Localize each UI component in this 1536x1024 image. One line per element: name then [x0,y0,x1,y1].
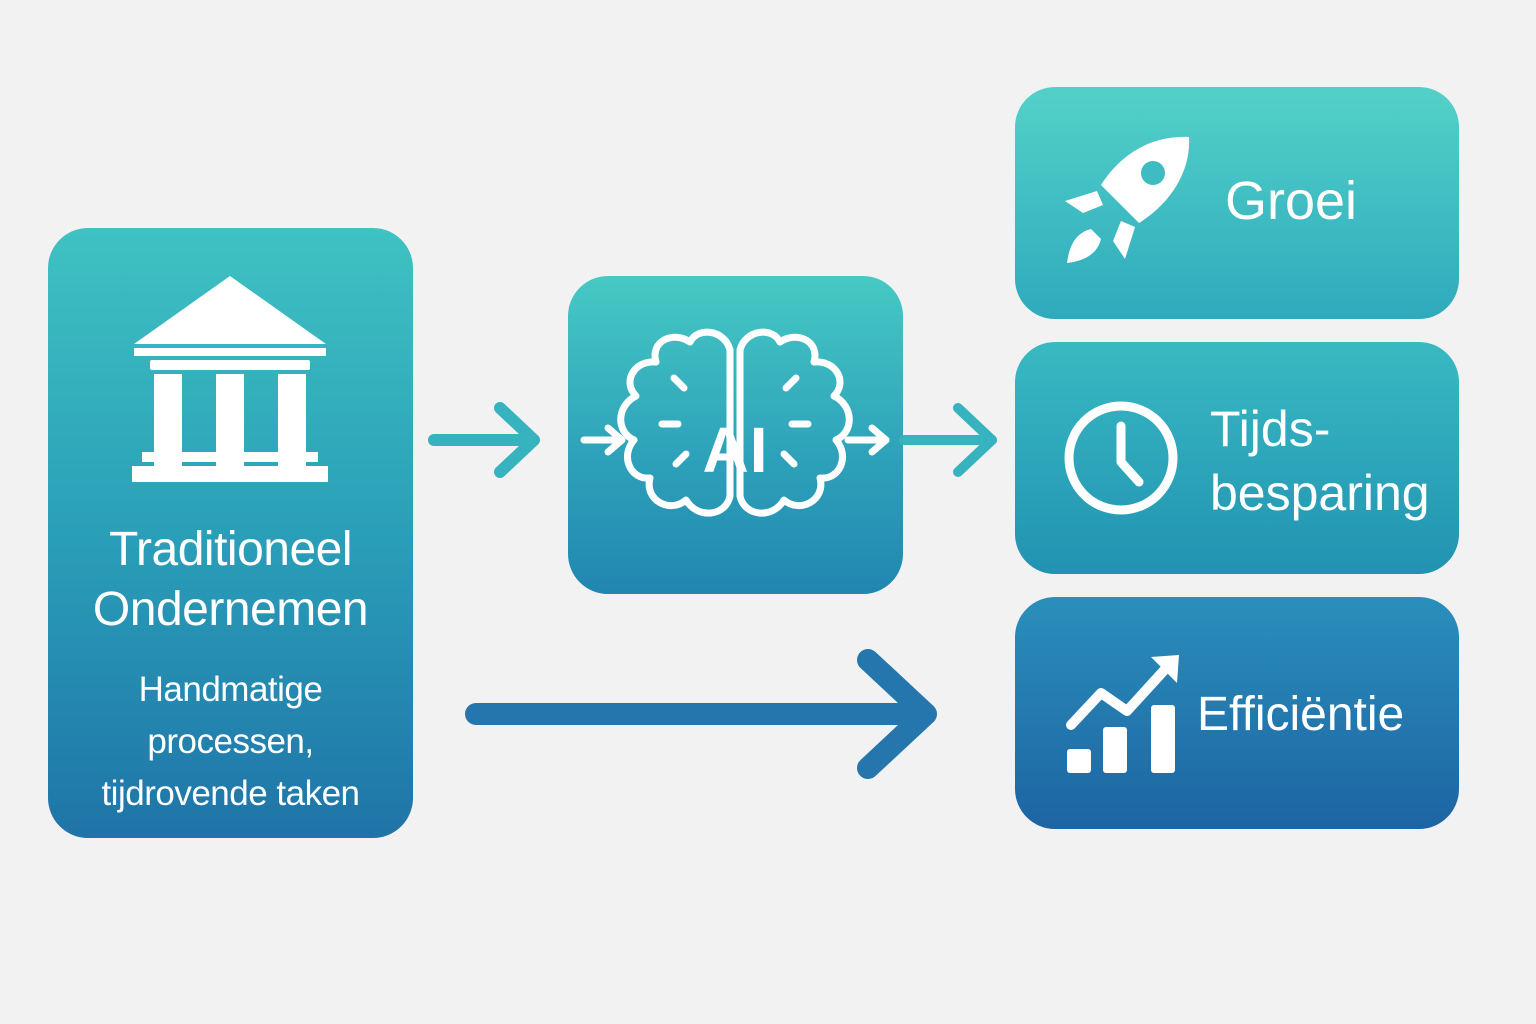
time-saving-card: Tijds- besparing [1015,342,1459,574]
ai-card: AI [568,276,903,594]
long-arrow-icon [465,649,937,779]
rocket-icon [1065,136,1190,263]
time-saving-label-line-2: besparing [1210,465,1430,521]
traditional-subtitle-line-2: processen, [147,722,314,761]
traditional-subtitle: Handmatige processen, tijdrovende taken [48,664,413,820]
time-saving-label-line-1: Tijds- [1210,401,1331,457]
traditional-title-line-2: Ondernemen [92,583,369,636]
arrow-to-outcomes-icon [899,403,997,477]
brain-icon [580,328,890,517]
growth-card: Groei [1015,87,1459,319]
bank-building-icon [132,276,328,482]
growth-label: Groei [1225,171,1358,231]
arrow-to-ai-icon [428,402,540,478]
traditional-business-card: Traditioneel Ondernemen Handmatige proce… [48,228,413,838]
time-saving-label: Tijds- besparing [1210,397,1430,525]
traditional-subtitle-line-3: tijdrovende taken [101,774,360,813]
growth-chart-icon [1066,655,1179,773]
traditional-title: Traditioneel Ondernemen [48,520,413,640]
clock-icon [1064,401,1178,515]
ai-label: AI [702,414,769,486]
traditional-subtitle-line-1: Handmatige [138,670,323,709]
efficiency-label: Efficiëntie [1197,688,1405,741]
efficiency-card: Efficiëntie [1015,597,1459,829]
traditional-title-line-1: Traditioneel [108,523,353,576]
